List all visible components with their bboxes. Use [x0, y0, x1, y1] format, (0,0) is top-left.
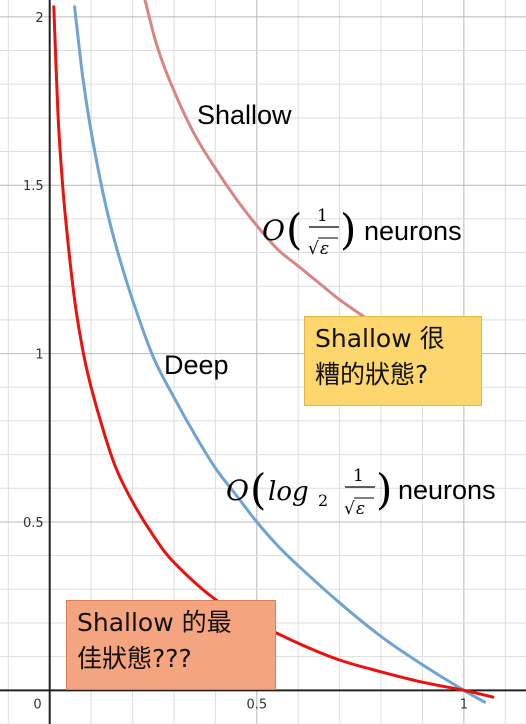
shallow-formula-big-o: O [262, 214, 285, 247]
deep-formula-big-o: O [226, 474, 249, 507]
x-tick-label: 1 [460, 697, 468, 712]
deep-formula-numerator: 1 [353, 466, 364, 486]
shallow-formula-epsilon: ε [320, 239, 329, 259]
tick-labels: 0.5 1 1.5 2 0 0.5 1 [23, 11, 468, 712]
shallow-bad-callout: Shallow 很 糟的狀態? [304, 316, 482, 406]
deep-formula-neurons: neurons [398, 475, 496, 505]
y-tick-label: 0.5 [23, 516, 44, 531]
shallow-bad-callout-line1: Shallow 很 [315, 324, 445, 353]
shallow-curve [143, 0, 371, 322]
deep-formula-subscript: 2 [318, 491, 328, 510]
shallow-formula: O ( 1 √ ε ) neurons [262, 205, 462, 259]
shallow-best-callout-line1: Shallow 的最 [77, 608, 232, 637]
deep-formula-left-paren: ( [250, 465, 266, 514]
red-curve [52, 5, 495, 699]
shallow-curve-label: Shallow [197, 100, 292, 130]
shallow-best-callout-line2: 佳狀態??? [77, 644, 192, 673]
series-lines [52, 0, 495, 704]
x-tick-label: 0.5 [246, 697, 267, 712]
y-tick-label: 1 [35, 348, 43, 363]
shallow-formula-neurons: neurons [364, 216, 462, 246]
shallow-bad-callout-line2: 糟的狀態? [315, 360, 429, 389]
shallow-best-callout: Shallow 的最 佳狀態??? [66, 600, 276, 690]
shallow-formula-radical: √ [308, 239, 319, 259]
deep-formula-right-paren: ) [376, 465, 392, 514]
deep-formula: O ( log 2 1 √ ε ) neurons [226, 465, 496, 519]
deep-formula-log: log [268, 477, 309, 507]
x-tick-label: 0 [33, 697, 41, 712]
deep-curve [73, 5, 487, 704]
shallow-formula-right-paren: ) [340, 205, 356, 254]
shallow-formula-left-paren: ( [286, 205, 302, 254]
shallow-formula-numerator: 1 [317, 206, 328, 226]
deep-curve-label: Deep [164, 350, 229, 380]
y-tick-label: 2 [35, 11, 43, 26]
deep-formula-radical: √ [344, 499, 355, 519]
deep-formula-epsilon: ε [356, 499, 365, 519]
y-tick-label: 1.5 [23, 179, 44, 194]
